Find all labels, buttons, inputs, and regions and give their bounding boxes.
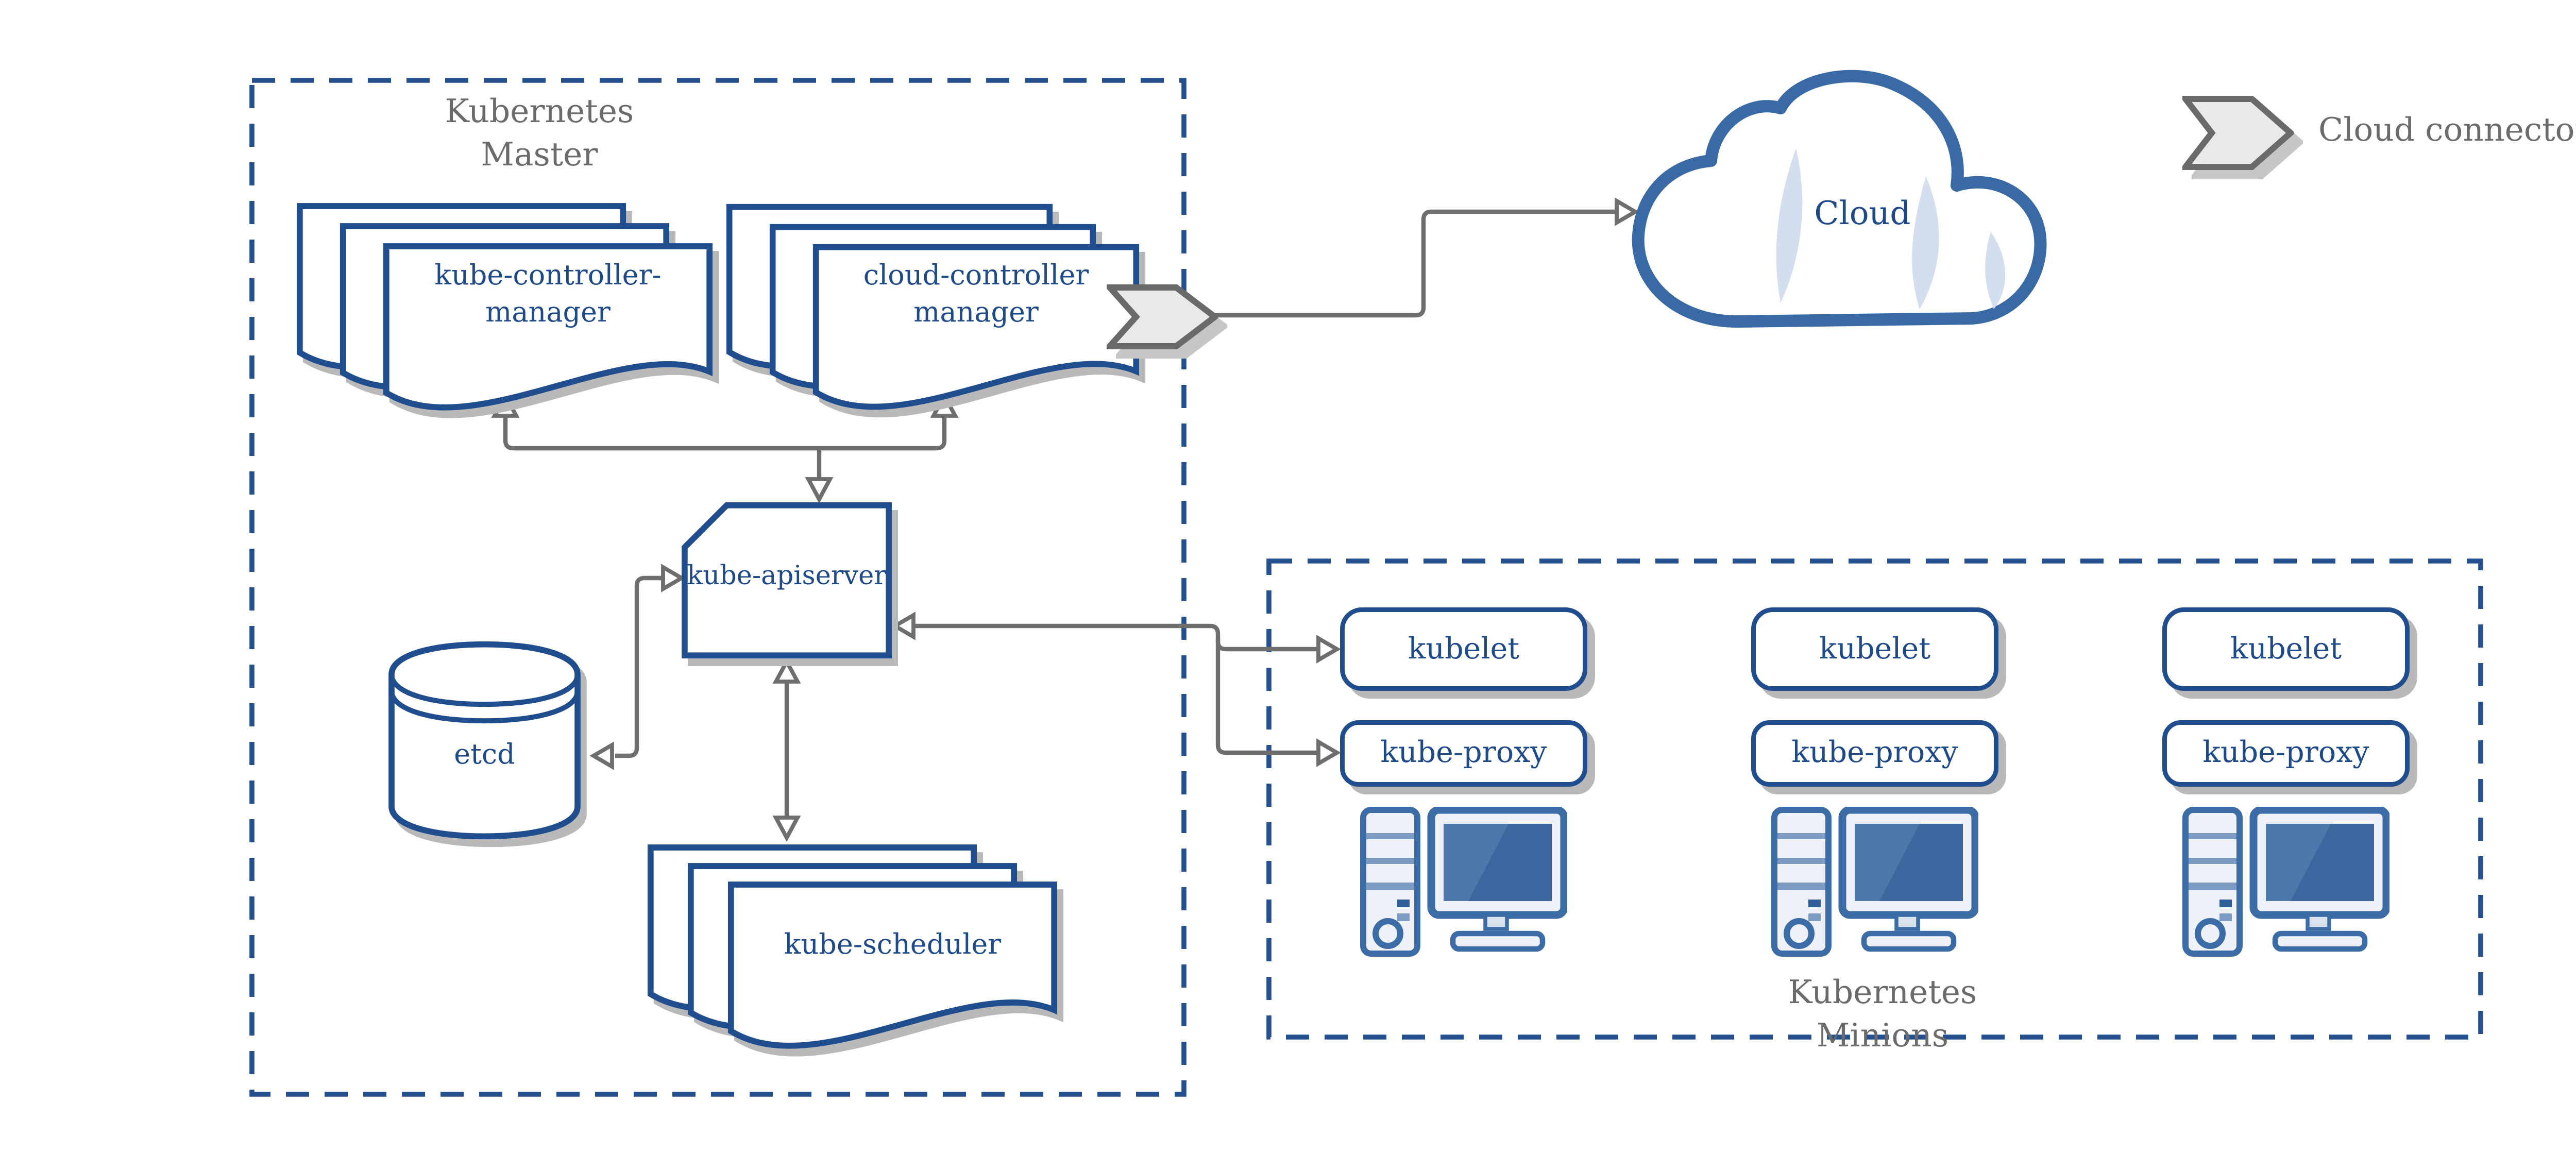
arrowhead-down-scheduler [772, 816, 801, 842]
minions-label-line1: Kubernetes [1788, 974, 1977, 1011]
minions-box-border [1266, 558, 2483, 1040]
kube-proxy-node-2: kube-proxy [1751, 720, 1998, 787]
cloud-label: Cloud [1814, 195, 1911, 232]
arrowhead-up-kcm [491, 391, 520, 418]
kube-scheduler-node: kube-scheduler [646, 841, 1079, 1088]
cloud-connector-icon [1107, 284, 1218, 349]
cloud-slash-1 [1776, 148, 1803, 303]
arrowhead-down-apiserver [805, 477, 834, 504]
minions-label-line2: Minions [1816, 1017, 1949, 1054]
arrow-line-apiserver-etcd [615, 575, 663, 758]
kube-proxy-label-1: kube-proxy [1380, 736, 1547, 770]
arrowhead-left-apiserver-right [891, 612, 916, 640]
arrowhead-right-kubelet [1316, 635, 1341, 664]
arrow-line-controllers-bus [503, 416, 947, 451]
legend-cloud-connector-icon [2182, 96, 2294, 170]
kubelet-label-1: kubelet [1408, 632, 1520, 666]
ccm-label-line2: manager [913, 297, 1039, 329]
cloud-controller-manager-node: cloud-controller manager [725, 199, 1158, 447]
kube-proxy-node-3: kube-proxy [2162, 720, 2410, 787]
document-shape-front [383, 243, 713, 411]
kube-proxy-label-2: kube-proxy [1791, 736, 1958, 770]
kube-controller-manager-node: kube-controller- manager [295, 199, 728, 447]
legend-label: Cloud connector [2318, 111, 2576, 148]
arrowhead-left-etcd [589, 741, 614, 770]
workstation-icon-2 [1771, 807, 1978, 957]
master-box-border [249, 78, 1187, 1097]
ccm-label-line1: cloud-controller [863, 260, 1089, 292]
master-label-line2: Master [481, 136, 598, 173]
kube-proxy-node-1: kube-proxy [1340, 720, 1587, 787]
kubelet-label-2: kubelet [1819, 632, 1931, 666]
kube-controller-manager-label: kube-controller- manager [382, 258, 714, 332]
kubelet-node-2: kubelet [1751, 607, 1998, 691]
kubelet-node-1: kubelet [1340, 607, 1587, 691]
etcd-database-cylinder-icon [388, 641, 581, 840]
master-group-label: Kubernetes Master [385, 90, 694, 176]
document-shape-front [812, 244, 1140, 410]
arrow-lines [503, 209, 1617, 816]
arrow-line-connector-cloud [1215, 209, 1617, 318]
arrow-heads [491, 197, 1639, 842]
cloud-controller-manager-label: cloud-controller manager [811, 258, 1141, 332]
arrow-line-apiserver-kubeproxy [1215, 638, 1318, 755]
minions-group-label: Kubernetes Minions [1728, 971, 2037, 1057]
arrowhead-right-cloud [1615, 197, 1639, 226]
document-shape-front [727, 881, 1058, 1049]
kubelet-label-3: kubelet [2230, 632, 2342, 666]
kube-apiserver-shape [682, 502, 892, 658]
kubelet-node-3: kubelet [2162, 607, 2410, 691]
workstation-icon-3 [2182, 807, 2389, 957]
etcd-label: etcd [454, 739, 515, 771]
kube-proxy-label-3: kube-proxy [2202, 736, 2369, 770]
arrowhead-up-ccm [930, 391, 959, 418]
arrow-line-apiserver-kubelet [913, 623, 1318, 652]
kube-scheduler-label: kube-scheduler [784, 929, 1002, 961]
kcm-label-line2: manager [485, 297, 611, 329]
arrowhead-right-kubeproxy [1316, 738, 1341, 767]
cloud-slash-2 [1912, 176, 1939, 309]
cloud-slash-3 [1985, 232, 2006, 309]
arrowhead-up-apiserver-bottom [772, 657, 801, 684]
kube-apiserver-label: kube-apiserver [687, 561, 887, 592]
arrowhead-right-apiserver [661, 564, 686, 592]
workstation-icon-1 [1360, 807, 1567, 957]
master-label-line1: Kubernetes [445, 93, 634, 130]
kcm-label-line1: kube-controller- [434, 260, 662, 292]
cloud-shape [1632, 70, 2047, 328]
